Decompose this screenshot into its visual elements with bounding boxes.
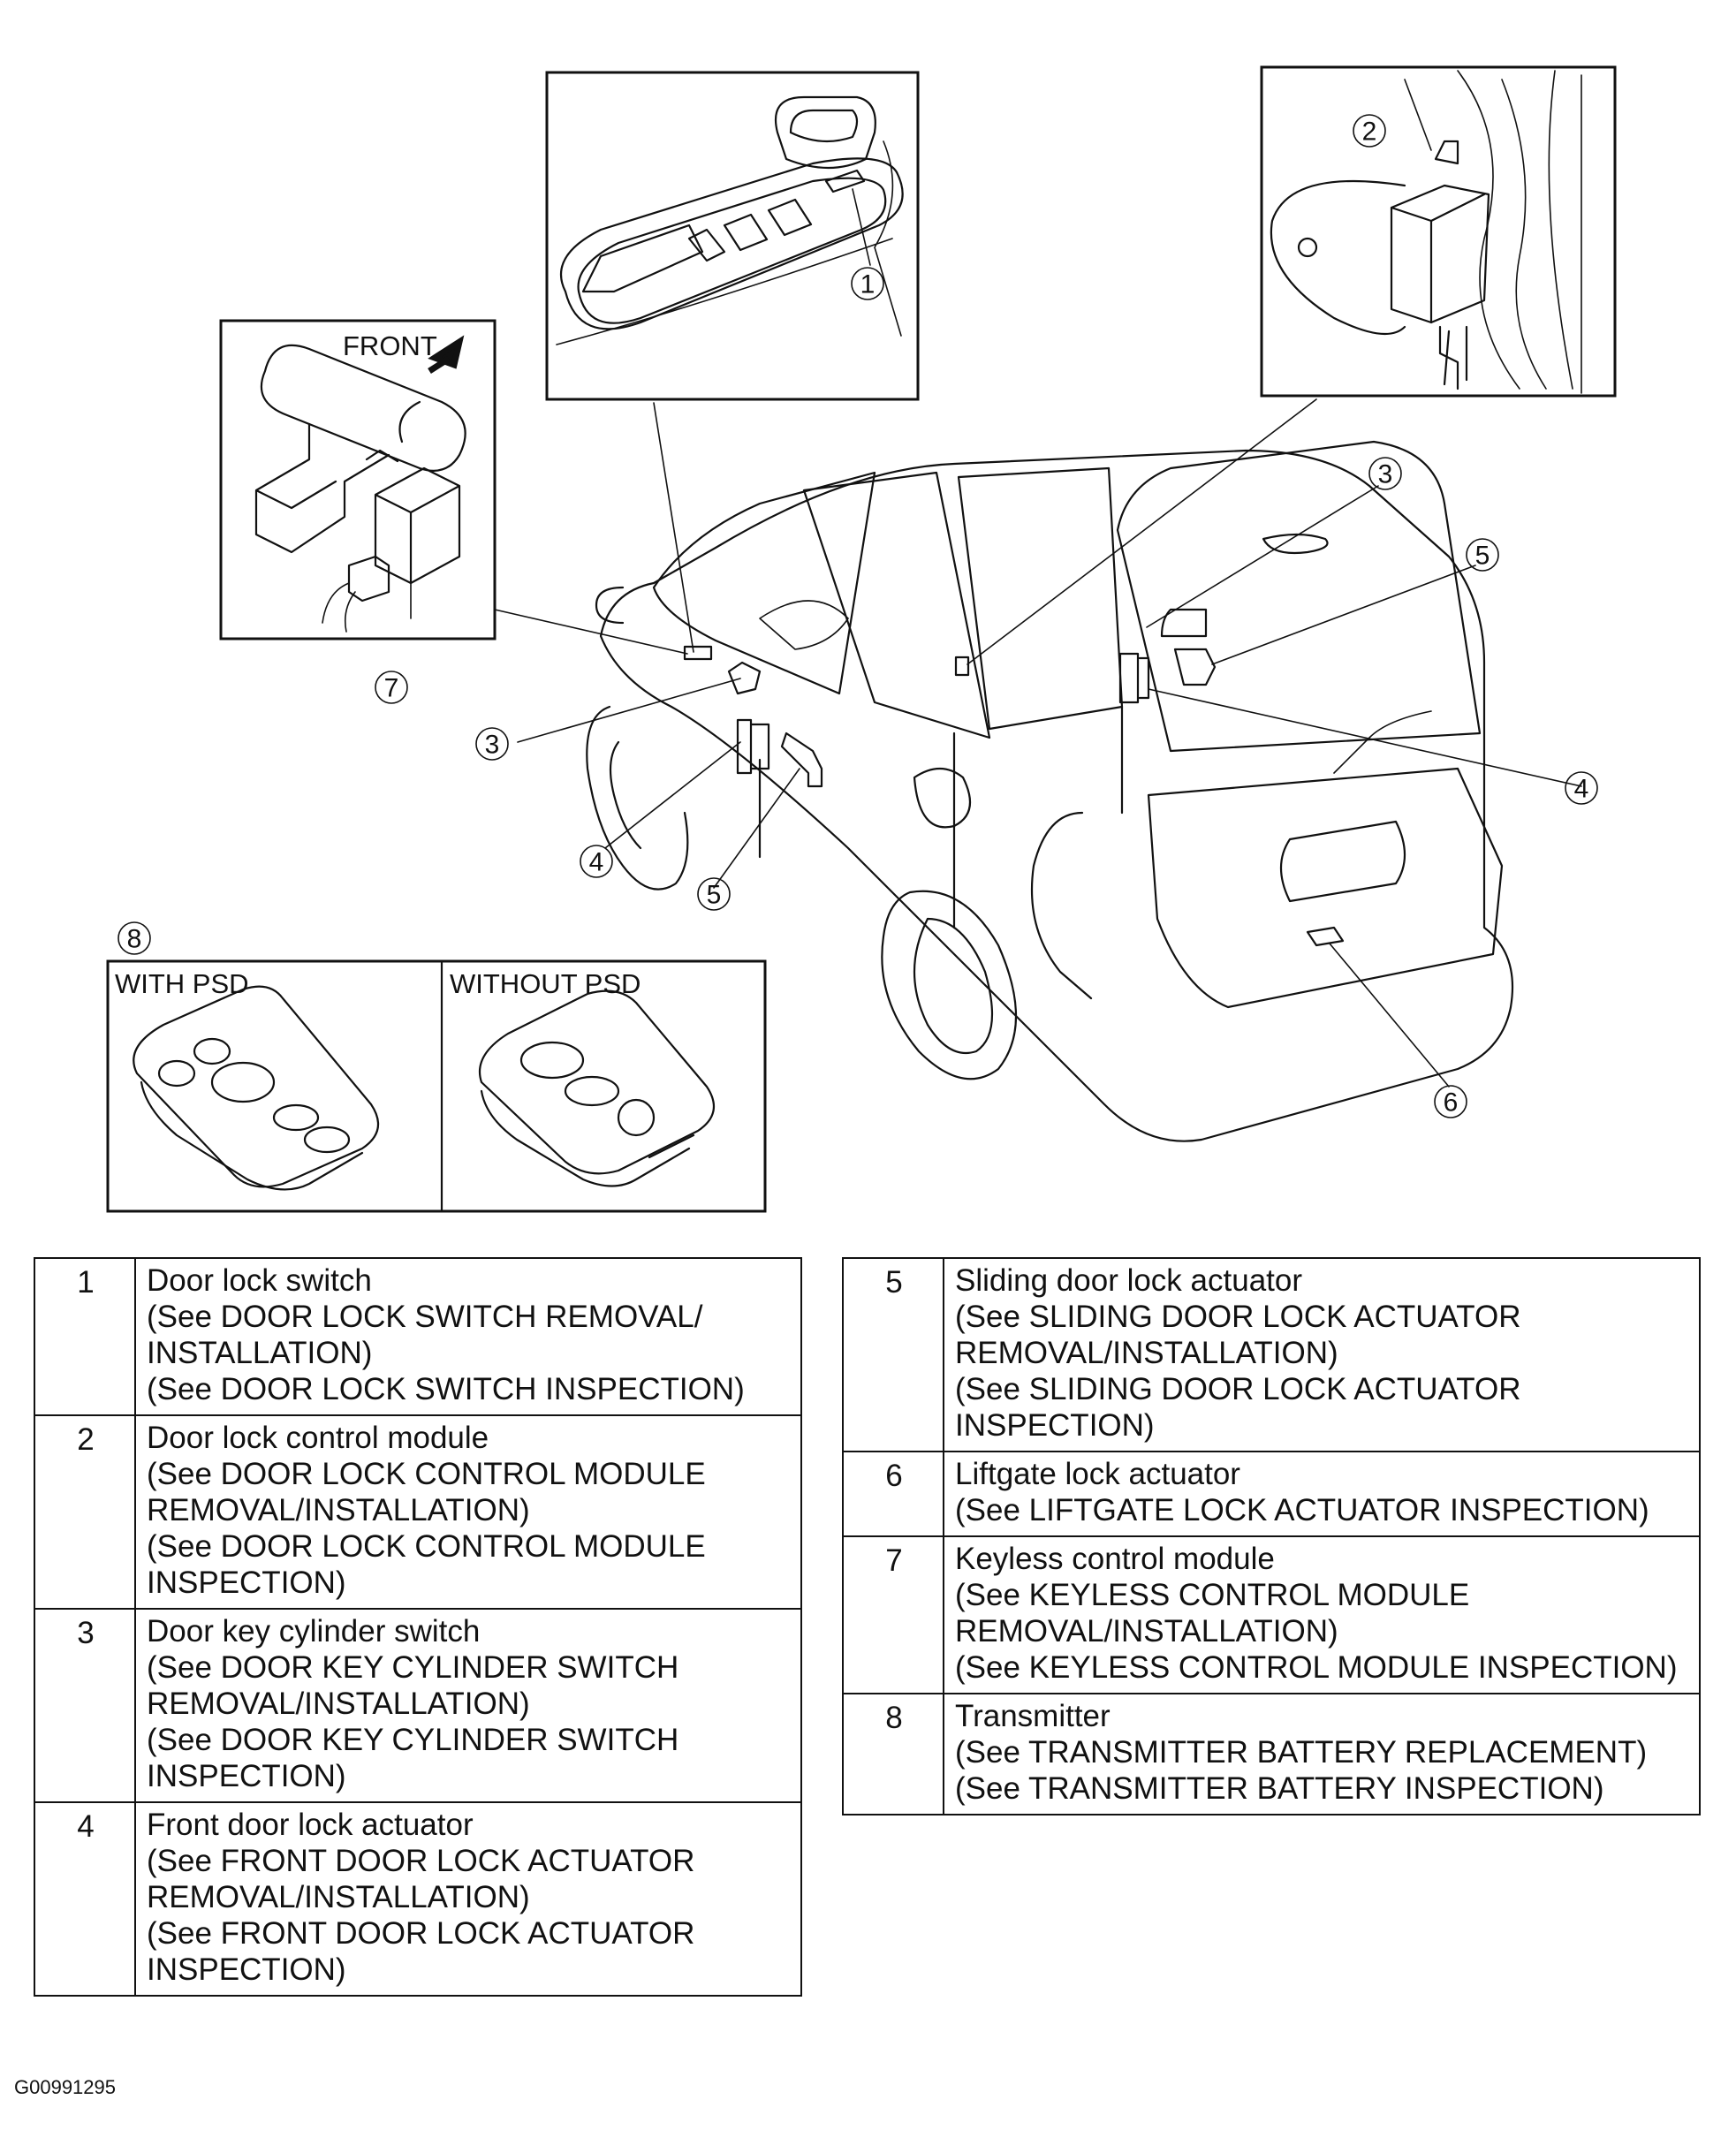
callout-7: 7 xyxy=(375,671,408,704)
svg-text:4: 4 xyxy=(1574,775,1589,804)
part-reference: (See KEYLESS CONTROL MODULE INSPECTION) xyxy=(955,1650,1678,1685)
part-reference: (See DOOR LOCK SWITCH INSPECTION) xyxy=(147,1372,745,1406)
inset-keyless-control-module: FRONT xyxy=(219,319,497,641)
part-number: 5 xyxy=(842,1257,944,1452)
part-number: 4 xyxy=(34,1801,136,1997)
svg-text:2: 2 xyxy=(1362,117,1377,147)
part-name: Front door lock actuator xyxy=(147,1808,474,1842)
table-row: 5 Sliding door lock actuator (See SLIDIN… xyxy=(842,1257,1701,1452)
part-reference: (See DOOR LOCK SWITCH REMOVAL/ INSTALLAT… xyxy=(147,1300,703,1370)
rear-sliding-actuator-mark xyxy=(1173,648,1217,686)
svg-text:1: 1 xyxy=(860,270,876,299)
svg-text:6: 6 xyxy=(1444,1088,1459,1118)
without-psd-label: WITHOUT PSD xyxy=(450,968,641,999)
part-reference: (See DOOR KEY CYLINDER SWITCH REMOVAL/IN… xyxy=(147,1650,679,1721)
part-reference: (See DOOR LOCK CONTROL MODULE REMOVAL/IN… xyxy=(147,1457,706,1527)
callout-2: 2 xyxy=(1353,114,1386,148)
part-name: Keyless control module xyxy=(955,1542,1275,1576)
callout-1: 1 xyxy=(851,267,884,300)
parts-table-left: 1 Door lock switch (See DOOR LOCK SWITCH… xyxy=(34,1257,802,1997)
table-row: 8 Transmitter (See TRANSMITTER BATTERY R… xyxy=(842,1693,1701,1815)
part-name: Transmitter xyxy=(955,1699,1111,1733)
callout-4-left: 4 xyxy=(580,845,613,878)
part-reference: (See LIFTGATE LOCK ACTUATOR INSPECTION) xyxy=(955,1493,1649,1527)
callout-6: 6 xyxy=(1434,1085,1467,1118)
inset-door-lock-switch xyxy=(545,71,920,401)
part-number: 3 xyxy=(34,1608,136,1803)
table-row: 2 Door lock control module (See DOOR LOC… xyxy=(34,1414,802,1610)
inset-door-lock-control-module xyxy=(1260,65,1617,398)
part-number: 7 xyxy=(842,1535,944,1694)
liftgate-actuator-mark xyxy=(1306,926,1345,947)
callout-numbers: 1 2 3 3 4 4 5 5 6 7 8 xyxy=(118,114,1598,1118)
part-reference: (See TRANSMITTER BATTERY INSPECTION) xyxy=(955,1771,1604,1806)
rear-wiper-mark xyxy=(1333,710,1432,774)
figure-id: G00991295 xyxy=(14,2076,116,2098)
part-reference: (See KEYLESS CONTROL MODULE REMOVAL/INST… xyxy=(955,1578,1470,1649)
part-reference: (See FRONT DOOR LOCK ACTUATOR REMOVAL/IN… xyxy=(147,1844,695,1914)
callout-4-right: 4 xyxy=(1565,771,1598,805)
part-reference: (See SLIDING DOOR LOCK ACTUATOR REMOVAL/… xyxy=(955,1300,1521,1370)
part-name: Sliding door lock actuator xyxy=(955,1263,1302,1298)
vehicle-outline xyxy=(586,440,1514,1142)
part-number: 6 xyxy=(842,1451,944,1537)
sliding-door-actuator-mark xyxy=(780,731,823,788)
svg-text:4: 4 xyxy=(589,848,604,877)
part-reference: (See SLIDING DOOR LOCK ACTUATOR INSPECTI… xyxy=(955,1372,1521,1443)
callout-3-right: 3 xyxy=(1368,457,1402,490)
leader-lines xyxy=(494,398,1582,1088)
part-name: Door lock control module xyxy=(147,1421,489,1455)
svg-text:5: 5 xyxy=(707,881,722,910)
rear-actuator-mark xyxy=(1118,652,1150,704)
part-name: Liftgate lock actuator xyxy=(955,1457,1240,1491)
part-number: 2 xyxy=(34,1414,136,1610)
svg-text:3: 3 xyxy=(485,731,500,760)
callout-5-left: 5 xyxy=(697,877,731,911)
parts-table-right: 5 Sliding door lock actuator (See SLIDIN… xyxy=(842,1257,1701,1815)
part-name: Door lock switch xyxy=(147,1263,372,1298)
front-door-actuator-mark xyxy=(736,718,770,775)
part-name: Door key cylinder switch xyxy=(147,1614,481,1649)
callout-3-left: 3 xyxy=(475,727,509,761)
callout-5-right: 5 xyxy=(1466,538,1499,572)
door-lock-control-module-mark xyxy=(954,656,970,677)
part-reference: (See DOOR KEY CYLINDER SWITCH INSPECTION… xyxy=(147,1723,679,1793)
part-number: 1 xyxy=(34,1257,136,1416)
table-row: 1 Door lock switch (See DOOR LOCK SWITCH… xyxy=(34,1257,802,1416)
door-key-cylinder-mark xyxy=(727,661,762,695)
svg-text:8: 8 xyxy=(127,925,142,954)
table-row: 7 Keyless control module (See KEYLESS CO… xyxy=(842,1535,1701,1694)
part-reference: (See FRONT DOOR LOCK ACTUATOR INSPECTION… xyxy=(147,1916,695,1987)
front-arrow-icon xyxy=(428,335,465,374)
transmitter-with-psd-icon xyxy=(133,985,380,1191)
transmitter-without-psd-icon xyxy=(478,989,716,1187)
inset-transmitter: WITH PSD WITHOUT PSD xyxy=(106,959,767,1213)
table-row: 6 Liftgate lock actuator (See LIFTGATE L… xyxy=(842,1451,1701,1537)
component-location-diagram: FRONT WITH PSD WITHOUT PSD xyxy=(106,65,1617,1213)
svg-text:3: 3 xyxy=(1378,460,1393,489)
svg-text:7: 7 xyxy=(384,674,399,703)
part-number: 8 xyxy=(842,1693,944,1815)
with-psd-label: WITH PSD xyxy=(115,968,249,999)
vehicle-components xyxy=(683,645,1432,947)
svg-text:5: 5 xyxy=(1475,542,1490,571)
table-row: 3 Door key cylinder switch (See DOOR KEY… xyxy=(34,1608,802,1803)
front-label: FRONT xyxy=(343,330,437,361)
part-reference: (See DOOR LOCK CONTROL MODULE INSPECTION… xyxy=(147,1529,706,1600)
door-lock-switch-mark xyxy=(683,645,713,661)
callout-8: 8 xyxy=(118,921,151,955)
table-row: 4 Front door lock actuator (See FRONT DO… xyxy=(34,1801,802,1997)
part-reference: (See TRANSMITTER BATTERY REPLACEMENT) xyxy=(955,1735,1648,1770)
